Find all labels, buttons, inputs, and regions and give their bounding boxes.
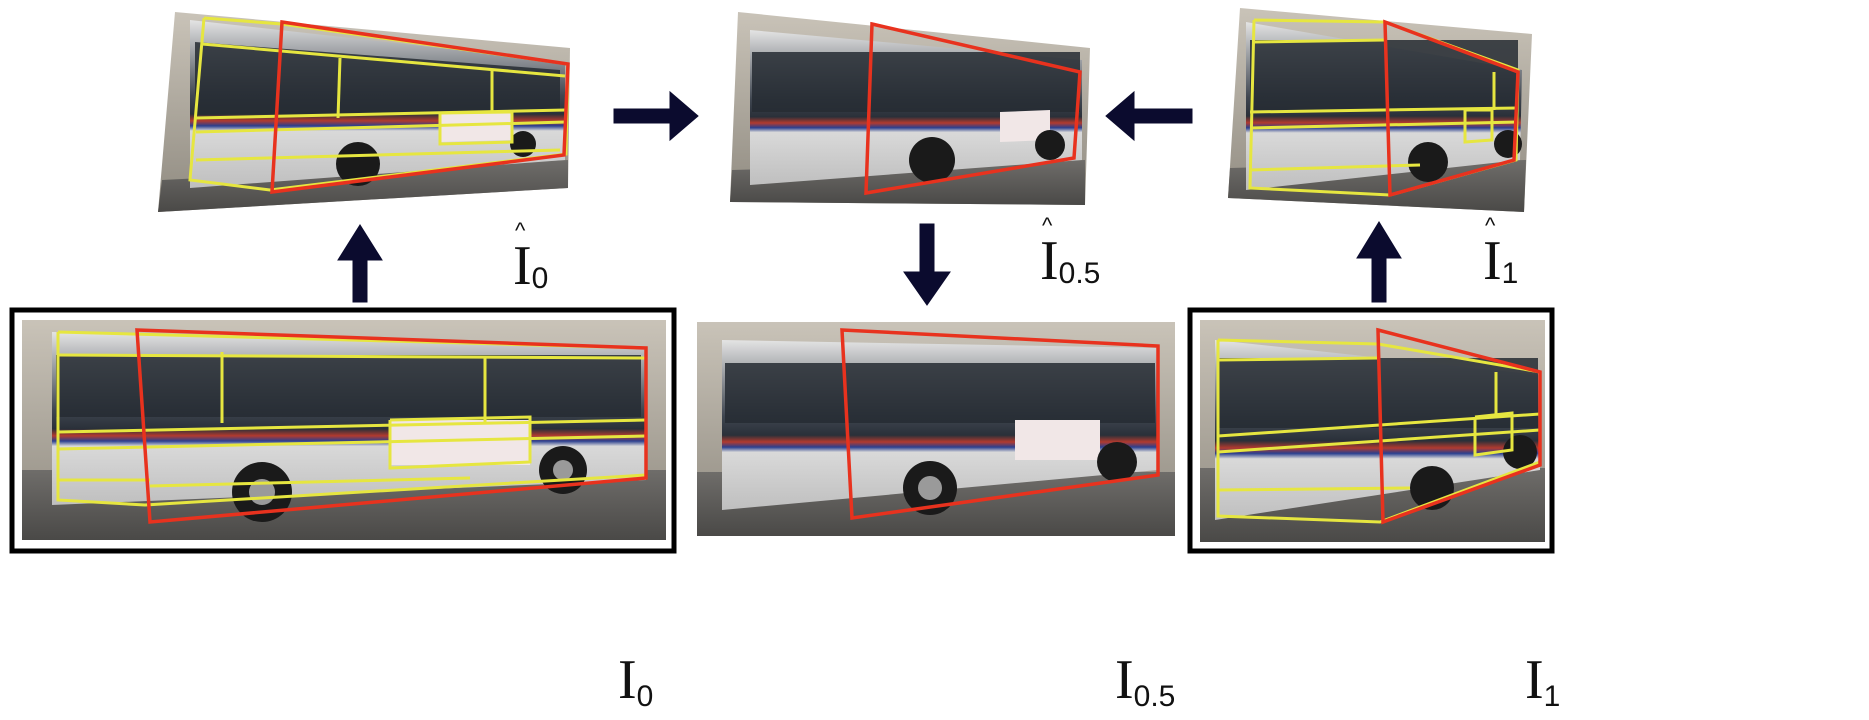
frame-i0: [9, 307, 677, 554]
warped-image-i1-hat: [1228, 8, 1532, 212]
target-image-i05: [697, 322, 1175, 536]
arrow-down-icon: [903, 223, 951, 306]
input-image-i1: [1187, 307, 1555, 554]
label-i1: I1: [1525, 649, 1561, 713]
hat-accent: ^: [1485, 213, 1496, 238]
arrow-up-icon: [1356, 221, 1402, 303]
label-i05-hat: ^ I0.5: [1040, 213, 1101, 292]
warped-image-i05-hat: [730, 12, 1090, 205]
arrow-right-icon: [613, 90, 699, 142]
arrow-up-icon: [337, 224, 383, 303]
hat-accent: ^: [1042, 213, 1053, 238]
label-i05: I0.5: [1115, 649, 1176, 713]
hat-accent: ^: [515, 218, 526, 243]
warped-image-i0-hat: [158, 12, 570, 212]
label-i0-hat: ^ I0: [513, 218, 549, 297]
input-image-i0: [9, 307, 677, 554]
frame-i1: [1187, 307, 1555, 554]
label-i0: I0: [618, 649, 654, 713]
label-i1-hat: ^ I1: [1483, 213, 1519, 292]
arrow-left-icon: [1105, 90, 1193, 142]
